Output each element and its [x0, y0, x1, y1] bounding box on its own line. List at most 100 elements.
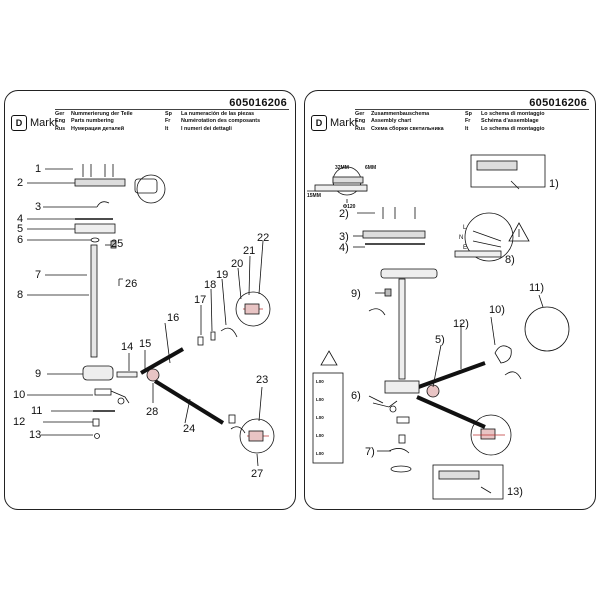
part-label: 5 [17, 223, 23, 235]
part-label: 12 [13, 416, 25, 428]
step-label: 10) [489, 304, 505, 316]
lang-code: Ger [355, 111, 365, 117]
wire-label: E [463, 245, 467, 251]
exploded-parts-diagram: 1 2 3 4 5 6 7 8 9 10 11 12 13 14 15 16 1… [13, 163, 275, 480]
part-label: 8 [17, 289, 23, 301]
logo-mark: D [11, 115, 27, 131]
part-label: 3 [35, 201, 41, 213]
language-table: Ger Nummerierung der Teile Sp La numeración… [55, 111, 260, 133]
part-label: 14 [121, 341, 133, 353]
logo-text: Markt [30, 117, 58, 129]
wire-label: N [459, 235, 463, 241]
lang-text: Схема сборки светильника [371, 125, 444, 132]
panel-header: 605016206 D Markt Ger Nummerierung der Te… [11, 95, 289, 139]
voltage-label: L00 [316, 433, 324, 438]
part-label: 20 [231, 258, 243, 270]
language-row: Eng Parts numbering Fr Numérotation des com… [55, 118, 260, 125]
assembly-chart-panel: 605016206 D Markt Ger Zusammenbauschema Sp… [304, 90, 596, 510]
lang-text: Assembly chart [371, 118, 412, 125]
lang-text: Zusammenbauschema [371, 111, 430, 117]
voltage-label: L00 [316, 451, 324, 456]
lang-code: Eng [355, 118, 366, 125]
part-label: 25 [111, 238, 123, 250]
lang-code: It [465, 125, 469, 132]
dimension-label: 6MM [365, 165, 376, 171]
lang-code: Eng [55, 118, 66, 125]
wire-label: L [463, 225, 467, 231]
part-label: 2 [17, 177, 23, 189]
step-label: 9) [351, 288, 361, 300]
lang-text: Parts numbering [71, 118, 114, 125]
part-label: 19 [216, 269, 228, 281]
part-label: 26 [125, 278, 137, 290]
language-row: Rus Схема сборки светильника It Lo schema d… [355, 126, 545, 133]
part-label: 18 [204, 279, 216, 291]
header-rule [355, 109, 589, 110]
step-label: 6) [351, 390, 361, 402]
step-label: 13) [507, 486, 523, 498]
dimension-label: 32MM [335, 165, 349, 171]
lang-text: Nummerierung der Teile [71, 111, 133, 117]
part-label: 23 [256, 374, 268, 386]
assembly-diagram: 32MM 6MM 15MM Φ120 L N E L00 L00 L00 L00… [307, 154, 570, 500]
lang-text: Schéma d'assemblage [481, 118, 539, 125]
lang-code: Rus [355, 125, 366, 132]
part-label: 15 [139, 338, 151, 350]
step-label: 7) [365, 446, 375, 458]
lang-code: Fr [465, 118, 471, 125]
lang-code: Fr [165, 118, 171, 125]
brand-logo: D Markt [311, 115, 358, 131]
part-label: 7 [35, 269, 41, 281]
product-code: 605016206 [229, 97, 287, 109]
parts-numbering-panel: 605016206 D Markt Ger Nummerierung der Te… [4, 90, 296, 510]
voltage-label: L00 [316, 415, 324, 420]
lang-text: La numeración de las piezas [181, 111, 255, 117]
part-label: 10 [13, 389, 25, 401]
brand-logo: D Markt [11, 115, 58, 131]
part-label: 16 [167, 312, 179, 324]
part-label: 21 [243, 245, 255, 257]
step-label: 3) [339, 231, 349, 243]
language-row: Ger Zusammenbauschema Sp Lo schema di monta… [355, 111, 545, 118]
lang-code: Rus [55, 125, 66, 132]
part-label: 9 [35, 368, 41, 380]
part-label: 11 [31, 405, 42, 417]
language-row: Ger Nummerierung der Teile Sp La numeración… [55, 111, 260, 118]
lang-text: Lo schema di montaggio [481, 125, 545, 132]
lang-code: Sp [165, 111, 172, 117]
language-row: Eng Assembly chart Fr Schéma d'assemblage [355, 118, 545, 125]
panel-header: 605016206 D Markt Ger Zusammenbauschema Sp… [311, 95, 589, 139]
step-label: 8) [505, 254, 515, 266]
language-table: Ger Zusammenbauschema Sp Lo schema di monta… [355, 111, 545, 133]
lang-text: I numeri dei dettagli [181, 125, 232, 132]
header-rule [55, 109, 289, 110]
dimension-label: 15MM [307, 193, 321, 199]
lang-code: Ger [55, 111, 65, 117]
part-label: 22 [257, 232, 269, 244]
step-label: 4) [339, 242, 349, 254]
logo-text: Markt [330, 117, 358, 129]
step-label: 2) [339, 208, 349, 220]
lang-text: Numérotation des composants [181, 118, 261, 125]
logo-mark: D [311, 115, 327, 131]
part-label: 24 [183, 423, 195, 435]
step-label: 12) [453, 318, 469, 330]
dimension-label: Φ120 [343, 204, 356, 210]
part-label: 1 [35, 163, 41, 175]
voltage-label: L00 [316, 379, 324, 384]
part-label: 13 [29, 429, 41, 441]
step-label: 5) [435, 334, 445, 346]
lang-text: Lo schema di montaggio [481, 111, 545, 117]
part-label: 6 [17, 234, 23, 246]
lang-code: It [165, 125, 169, 132]
part-label: 17 [194, 294, 206, 306]
product-code: 605016206 [529, 97, 587, 109]
voltage-label: L00 [316, 397, 324, 402]
step-label: 11) [529, 282, 544, 294]
part-label: 27 [251, 468, 263, 480]
part-label: 4 [17, 213, 23, 225]
step-label: 1) [549, 178, 559, 190]
lang-code: Sp [465, 111, 472, 117]
part-label: 28 [146, 406, 158, 418]
